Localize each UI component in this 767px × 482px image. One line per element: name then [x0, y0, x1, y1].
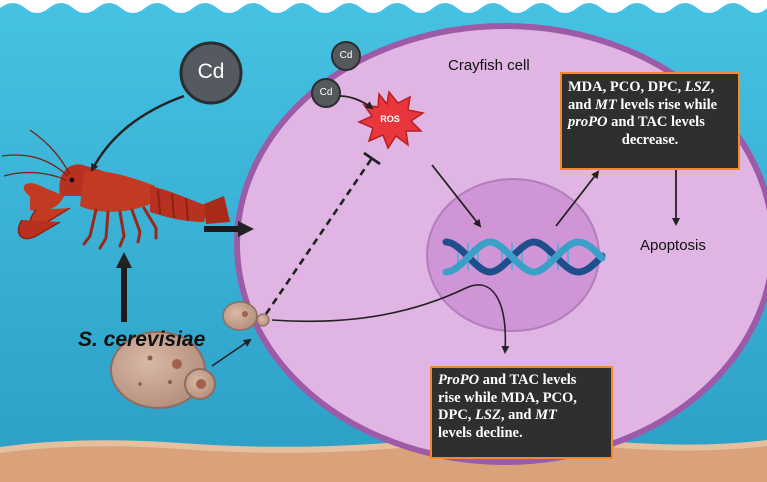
- inhibition-bar: [363, 151, 381, 166]
- arrow-dna-to-upper-box: [555, 170, 600, 227]
- lower-line3-c: , and: [500, 407, 536, 424]
- apoptosis-label: Apoptosis: [640, 237, 706, 254]
- ros-label: ROS: [380, 114, 400, 124]
- dna-helix: [442, 238, 606, 276]
- upper-line1-b: LSZ: [684, 79, 711, 95]
- organism-label: S. cerevisiae: [78, 328, 206, 351]
- cd-ion-small-2: [311, 78, 341, 108]
- upper-line2-c: levels rise while: [616, 96, 718, 113]
- crayfish-cell-label: Crayfish cell: [448, 57, 530, 74]
- lower-result-box: ProPO and TAC levels rise while MDA, PCO…: [430, 366, 613, 459]
- upper-line4: decrease.: [621, 132, 679, 149]
- cd-small-label-1: Cd: [339, 50, 353, 61]
- yeast-cells-large: [110, 331, 216, 409]
- upper-line2-b: MT: [595, 96, 617, 113]
- cd-ion-large: [179, 41, 243, 105]
- upper-line2-a: and: [568, 96, 596, 113]
- upper-line3-a: proPO: [568, 114, 608, 131]
- water-surface: [0, 0, 767, 13]
- lower-line2: rise while MDA, PCO,: [438, 389, 577, 406]
- upper-result-box: MDA, PCO, DPC, LSZ, and MT levels rise w…: [560, 72, 740, 170]
- arrow-cd-to-ros: [339, 95, 374, 110]
- yeast-cells-small: [222, 301, 270, 331]
- cd-large-label: Cd: [197, 60, 225, 83]
- arrow-ros-to-dna: [431, 164, 482, 228]
- upper-line1-a: MDA, PCO, DPC,: [568, 79, 685, 95]
- lower-line3-b: LSZ: [475, 407, 501, 424]
- upper-line3-b: and TAC levels: [607, 114, 705, 131]
- arrow-yeast-into-cell: [211, 338, 252, 367]
- crayfish: [1, 129, 230, 250]
- arrow-cd-to-crayfish: [90, 94, 185, 172]
- lower-line4: levels decline.: [438, 425, 523, 442]
- inhibition-yeast-to-ros: [264, 157, 374, 315]
- lower-line1-a: ProPO: [438, 372, 480, 388]
- cd-small-label-2: Cd: [319, 87, 333, 98]
- upper-line1-c: ,: [710, 79, 715, 95]
- arrow-yeast-to-lower-box: [271, 284, 510, 354]
- cd-ion-small-1: [331, 41, 361, 71]
- lower-line1-b: and TAC levels: [479, 372, 577, 388]
- lower-line3-a: DPC,: [438, 407, 476, 424]
- lower-line3-d: MT: [535, 407, 557, 424]
